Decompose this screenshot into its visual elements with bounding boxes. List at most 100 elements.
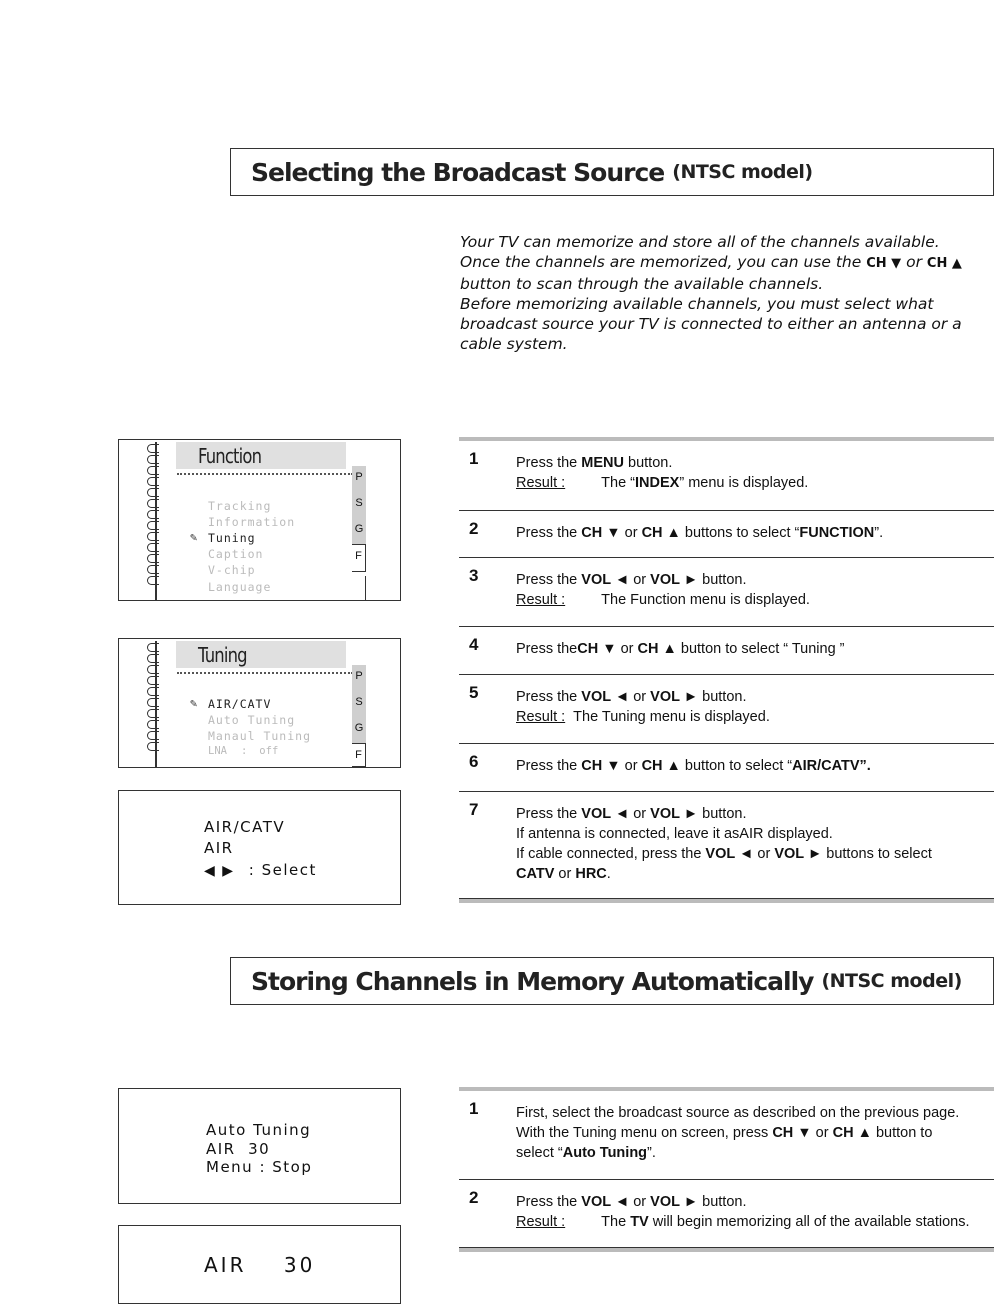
binding-line — [155, 641, 157, 767]
lna-value: off — [259, 745, 279, 757]
intro-line: Once the channels are memorized, you can… — [460, 252, 990, 274]
menu-header-title: Function — [198, 444, 262, 468]
step-number: 2 — [469, 1188, 479, 1207]
tab-f[interactable]: F — [352, 743, 366, 767]
auto-tuning-osd-screen: Auto Tuning AIR 30 Menu : Stop — [118, 1088, 401, 1204]
intro-line: Your TV can memorize and store all of th… — [460, 233, 940, 251]
step-text: First, select the broadcast source as de… — [516, 1105, 960, 1161]
menu-item-lna[interactable]: LNA:off — [208, 745, 278, 757]
osd-select-hint: ◀ ▶ : Select — [204, 861, 317, 879]
osd-title: Auto Tuning — [206, 1121, 312, 1139]
divider — [459, 1087, 994, 1091]
step-text: Press the CH ▼ or CH ▲ button to select … — [516, 758, 871, 774]
step-number: 1 — [469, 449, 479, 468]
pencil-cursor-icon: ✎ — [190, 530, 199, 544]
osd-stop-hint: Menu : Stop — [206, 1158, 313, 1176]
result-label: Result : — [516, 475, 566, 491]
section-title-suffix: (NTSC model) — [672, 161, 813, 183]
menu-item-information[interactable]: Information — [208, 515, 296, 529]
step-number: 5 — [469, 683, 479, 702]
steps-list-auto-store: 1 First, select the broadcast source as … — [459, 1087, 994, 1252]
step-number: 1 — [469, 1099, 479, 1118]
spiral-binding — [147, 643, 167, 767]
step-number: 3 — [469, 566, 479, 585]
menu-header-title: Tuning — [198, 643, 248, 667]
osd-channel-display: AIR 30 — [204, 1253, 316, 1277]
menu-item-tracking[interactable]: Tracking — [208, 499, 272, 513]
intro-paragraph: Your TV can memorize and store all of th… — [460, 232, 990, 354]
menu-button-label: MENU — [581, 455, 624, 471]
menu-item-caption[interactable]: Caption — [208, 547, 264, 561]
menu-item-auto-tuning[interactable]: Auto Tuning — [208, 713, 296, 727]
tab-p[interactable]: P — [352, 665, 366, 691]
step-3: 3 Press the VOL ◄ or VOL ► button. Resul… — [459, 558, 994, 627]
tuning-menu-screen: Tuning ✎AIR/CATV Auto Tuning Manaul Tuni… — [118, 638, 401, 768]
menu-item-label: Tuning — [208, 531, 256, 545]
menu-item-tuning[interactable]: ✎ Tuning — [190, 530, 256, 545]
steps-list-broadcast: 1 Press the MENU button. Result :The “IN… — [459, 437, 994, 903]
dotted-divider — [177, 672, 353, 674]
osd-title: AIR/CATV — [204, 818, 286, 836]
aircatv-osd-screen: AIR/CATV AIR ◀ ▶ : Select — [118, 790, 401, 905]
tab-g[interactable]: G — [352, 518, 366, 544]
step-text: Press the VOL ◄ or VOL ► button. Result … — [516, 572, 810, 608]
section-title-text: Selecting the Broadcast Source — [251, 157, 665, 187]
step-2: 2 Press the CH ▼ or CH ▲ buttons to sele… — [459, 511, 994, 558]
lna-label: LNA — [208, 745, 227, 757]
step-text: Press the MENU button. Result :The “INDE… — [516, 455, 809, 491]
step-2: 2 Press the VOL ◄ or VOL ► button. Resul… — [459, 1180, 994, 1248]
tab-g[interactable]: G — [352, 717, 366, 743]
menu-item-language[interactable]: Language — [208, 580, 272, 594]
menu-item-label: AIR/CATV — [208, 697, 272, 711]
air-channel-osd-screen: AIR 30 — [118, 1225, 401, 1304]
tab-p[interactable]: P — [352, 466, 366, 492]
section-title-store-channels: Storing Channels in Memory Automatically… — [230, 957, 994, 1005]
dotted-divider — [177, 473, 353, 475]
divider — [459, 1248, 994, 1252]
osd-value: AIR — [204, 839, 234, 857]
tabs-edge-line — [364, 576, 366, 600]
intro-line: Before memorizing available channels, yo… — [460, 295, 934, 313]
menu-header: Function — [176, 442, 346, 469]
tab-s[interactable]: S — [352, 691, 366, 717]
divider — [459, 899, 994, 903]
binding-line — [155, 442, 157, 600]
step-number: 4 — [469, 635, 479, 654]
step-number: 7 — [469, 800, 479, 819]
osd-channel: AIR 30 — [206, 1140, 271, 1158]
step-text: Press the VOL ◄ or VOL ► button. If ante… — [516, 806, 932, 882]
step-1: 1 First, select the broadcast source as … — [459, 1091, 994, 1180]
menu-item-aircatv[interactable]: ✎AIR/CATV — [190, 696, 272, 711]
left-right-arrows-icon: ◀ ▶ — [204, 863, 235, 879]
divider — [459, 437, 994, 441]
section-title-broadcast-source: Selecting the Broadcast Source (NTSC mod… — [230, 148, 994, 196]
intro-line: button to scan through the available cha… — [460, 275, 824, 293]
intro-line: cable system. — [460, 335, 568, 353]
menu-item-vchip[interactable]: V-chip — [208, 563, 256, 577]
step-5: 5 Press the VOL ◄ or VOL ► button. Resul… — [459, 675, 994, 744]
menu-tabs: P S G F — [352, 665, 366, 767]
step-number: 2 — [469, 519, 479, 538]
result-label: Result : — [516, 1214, 566, 1230]
ch-down-label: CH ▼ — [866, 256, 902, 271]
tab-s[interactable]: S — [352, 492, 366, 518]
result-label: Result : — [516, 592, 566, 608]
intro-text: Once the channels are memorized, you can… — [460, 253, 862, 271]
step-text: Press the VOL ◄ or VOL ► button. Result … — [516, 689, 770, 725]
step-4: 4 Press theCH ▼ or CH ▲ button to select… — [459, 627, 994, 675]
tab-f[interactable]: F — [352, 544, 366, 572]
function-menu-screen: Function Tracking Information ✎ Tuning Ca… — [118, 439, 401, 601]
step-1: 1 Press the MENU button. Result :The “IN… — [459, 441, 994, 511]
step-7: 7 Press the VOL ◄ or VOL ► button. If an… — [459, 792, 994, 899]
menu-tabs: P S G F — [352, 466, 366, 572]
step-text: Press theCH ▼ or CH ▲ button to select “… — [516, 641, 845, 657]
step-text: Press the VOL ◄ or VOL ► button. Result … — [516, 1194, 970, 1230]
intro-line: broadcast source your TV is connected to… — [460, 315, 962, 333]
select-label: : Select — [248, 861, 317, 879]
intro-or: or — [906, 253, 922, 271]
section-title-text: Storing Channels in Memory Automatically — [251, 966, 814, 996]
menu-item-manual-tuning[interactable]: Manaul Tuning — [208, 729, 312, 743]
ch-up-label: CH ▲ — [926, 256, 962, 271]
step-text: Press the CH ▼ or CH ▲ buttons to select… — [516, 525, 884, 541]
section-title-suffix: (NTSC model) — [821, 970, 962, 992]
